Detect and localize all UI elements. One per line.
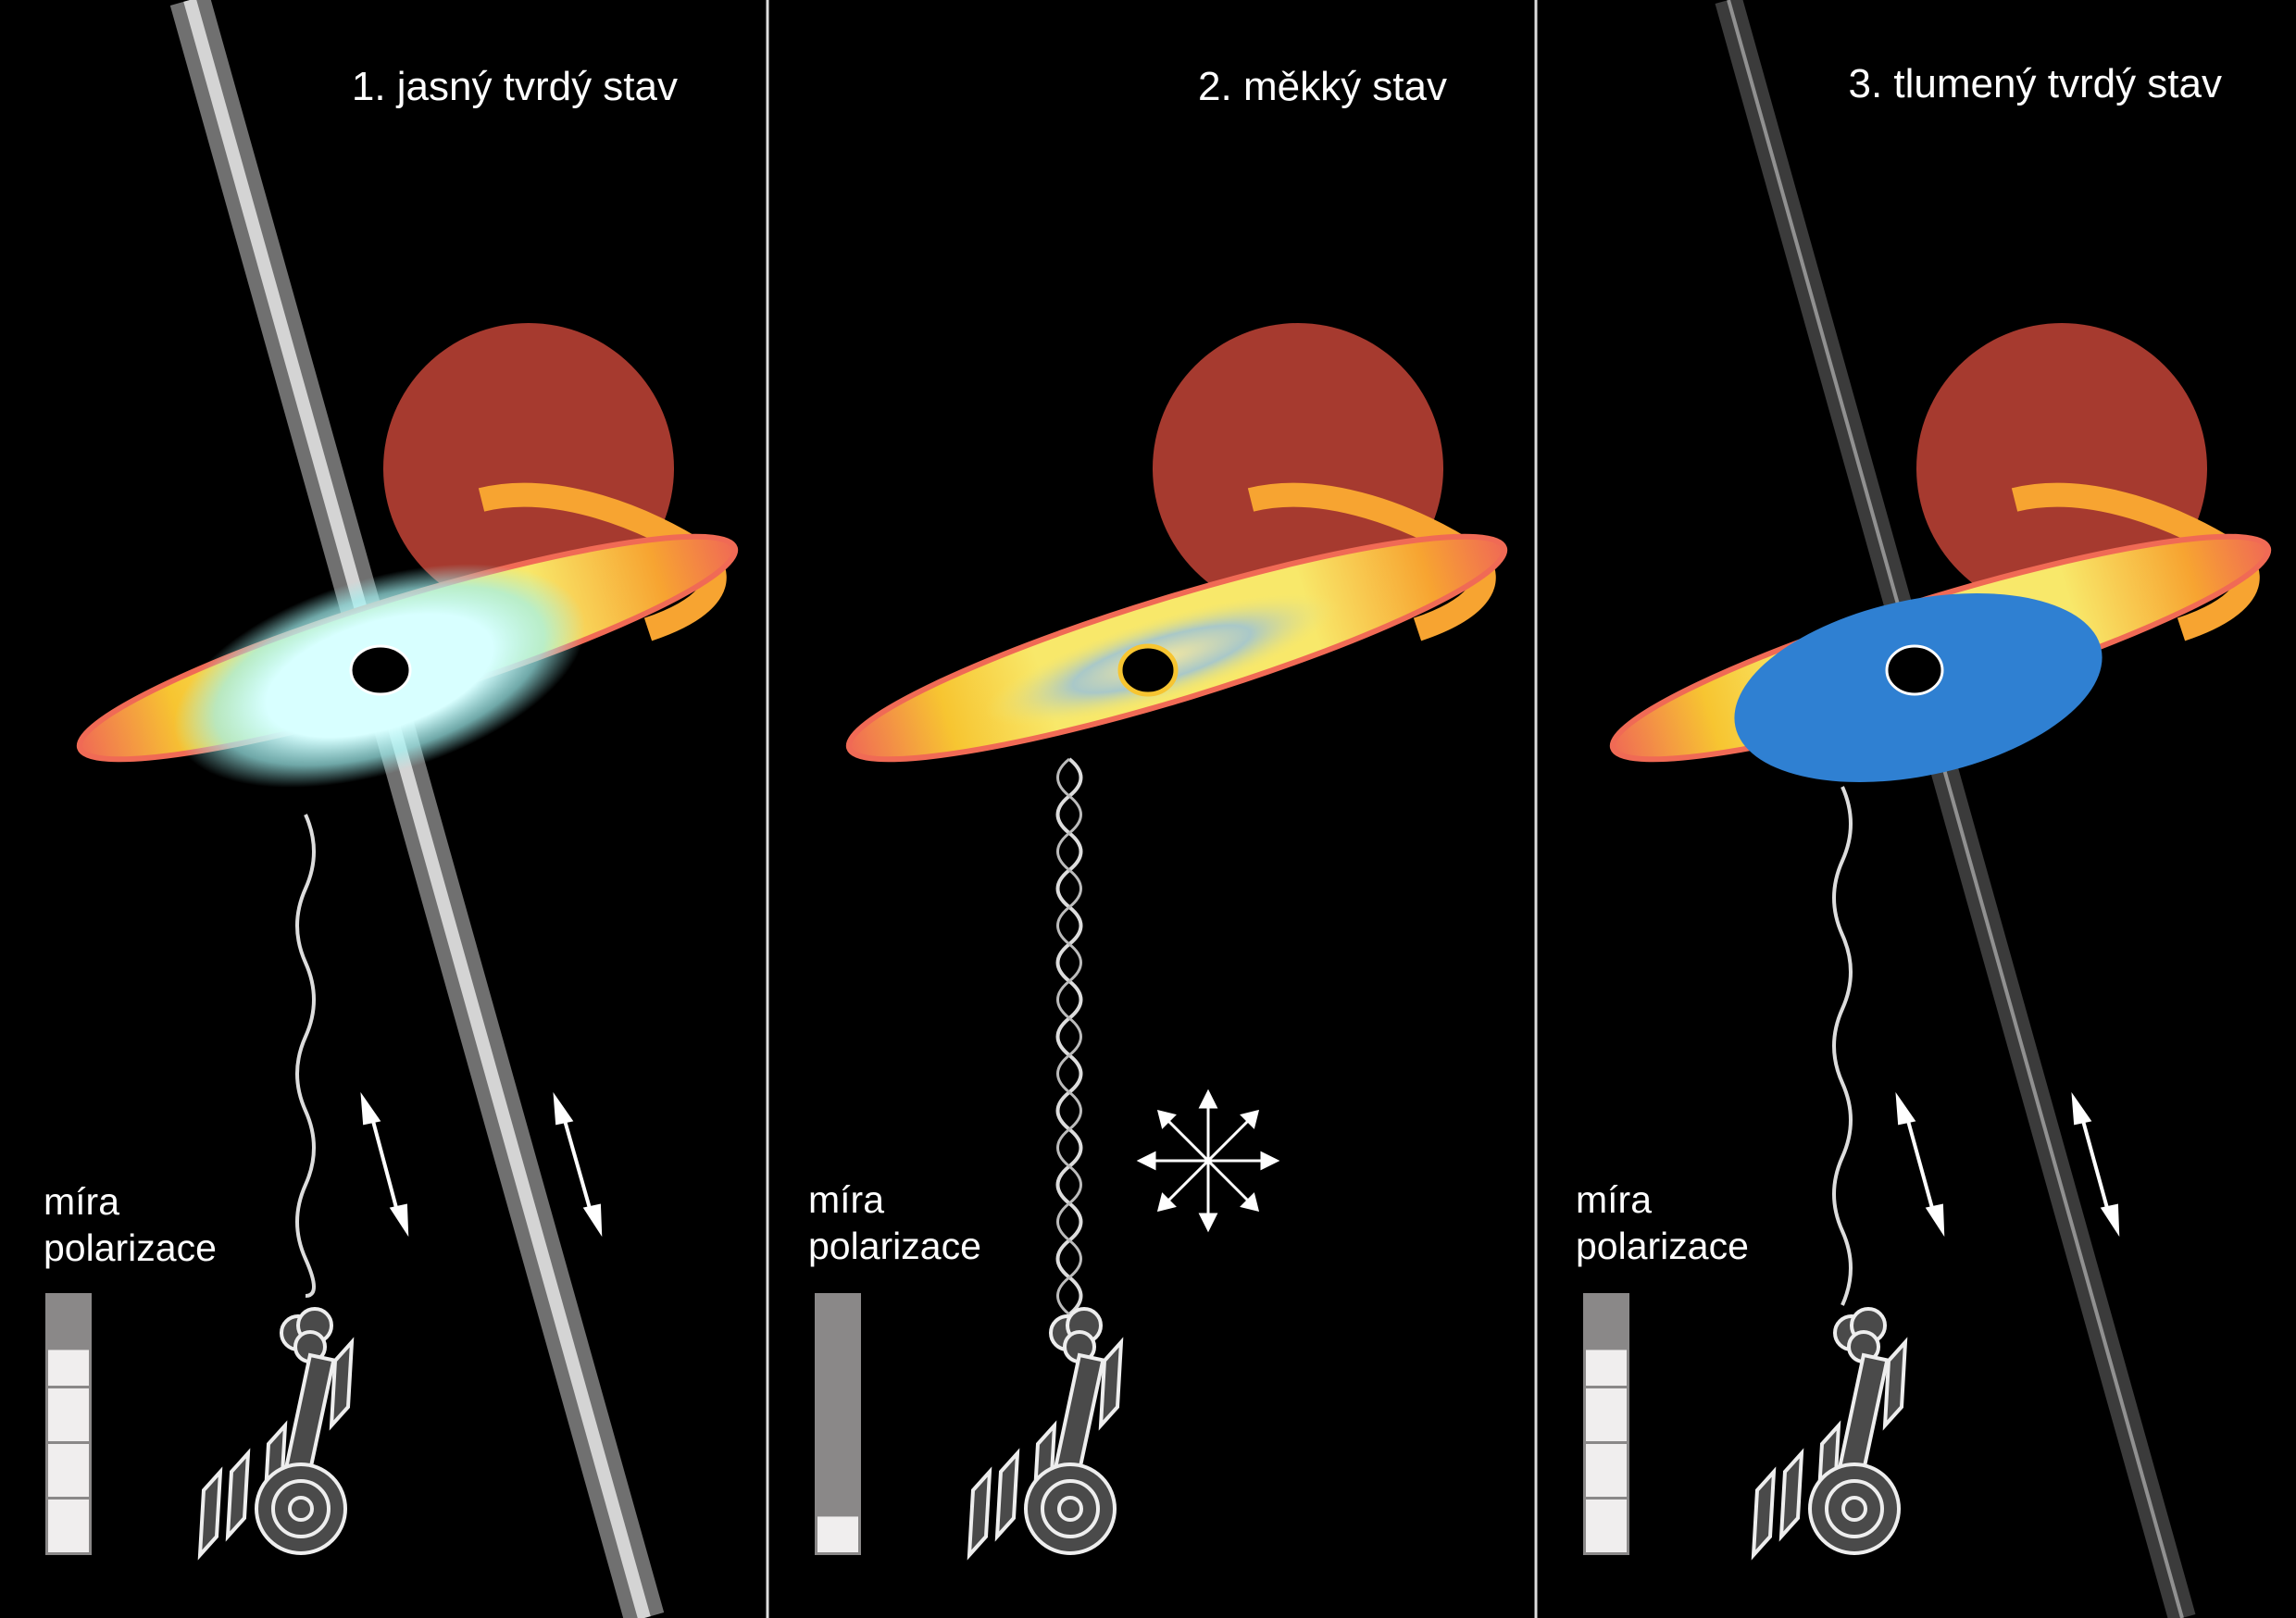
polarization-meter-segment xyxy=(48,1388,89,1441)
polarization-label: polarizace xyxy=(44,1226,217,1269)
arrow-line xyxy=(560,1110,594,1219)
panel-bright-hard-state: 1. jasný tvrdý stav míra polarizace xyxy=(44,0,739,1618)
arrow-head-icon xyxy=(582,1203,603,1238)
arrow-head-icon xyxy=(1925,1203,1945,1238)
black-hole xyxy=(349,644,412,696)
unpolarized-light-wave xyxy=(1055,757,1083,1316)
jet-core xyxy=(1727,0,2184,1618)
polarization-meter-background xyxy=(815,1293,861,1555)
polarization-meter-segment xyxy=(1586,1444,1627,1497)
polarization-meter xyxy=(1583,1293,1629,1555)
jet-core xyxy=(183,0,651,1618)
linear-polarization-arrows xyxy=(1895,1091,2120,1238)
panel-soft-state: 2. měkký stav míra polarizace xyxy=(808,64,1508,1561)
polarization-label: polarizace xyxy=(1576,1225,1749,1267)
panel-title: 1. jasný tvrdý stav xyxy=(352,64,678,109)
polarization-meter xyxy=(45,1293,92,1555)
unpolarized-arrows-icon xyxy=(1136,1089,1280,1233)
companion-star xyxy=(1916,323,2207,614)
polarization-label: polarizace xyxy=(808,1225,981,1267)
companion-star xyxy=(383,323,674,614)
black-hole xyxy=(1117,643,1179,697)
panel-title: 2. měkký stav xyxy=(1198,64,1447,109)
polarized-light-wave xyxy=(295,814,316,1298)
polarization-meter-segment xyxy=(817,1516,858,1552)
ixpe-satellite-icon xyxy=(1751,1307,1908,1561)
polarization-label: míra xyxy=(1576,1178,1652,1221)
polarization-meter-segment xyxy=(1586,1350,1627,1386)
panel-title: 3. tlumený tvrdý stav xyxy=(1849,61,2222,106)
arrow-head-icon xyxy=(2100,1203,2120,1238)
unpolarized-light-wave xyxy=(1056,757,1082,1316)
arrow-head-icon xyxy=(553,1091,574,1126)
linear-polarization-arrows xyxy=(360,1091,603,1238)
polarization-meter-segment xyxy=(1586,1500,1627,1552)
arrow-head-icon xyxy=(389,1203,409,1238)
ixpe-satellite-icon xyxy=(197,1307,355,1561)
arrow-head-icon xyxy=(1895,1091,1916,1126)
polarized-light-wave xyxy=(1832,786,1853,1306)
polarization-meter-segment xyxy=(48,1500,89,1552)
polarization-meter xyxy=(815,1293,861,1555)
black-hole xyxy=(1885,644,1944,696)
arrow-head-icon xyxy=(360,1091,381,1126)
companion-star xyxy=(1153,323,1443,614)
panel-dim-hard-state: 3. tlumený tvrdý stav míra polarizace xyxy=(1576,0,2272,1618)
polarization-label: míra xyxy=(44,1180,119,1223)
polarization-meter-segment xyxy=(48,1444,89,1497)
polarization-meter-segment xyxy=(48,1350,89,1386)
polarization-label: míra xyxy=(808,1178,884,1221)
arrow-line xyxy=(368,1110,401,1219)
arrow-head-icon xyxy=(2071,1091,2092,1126)
ixpe-satellite-icon xyxy=(967,1307,1124,1561)
polarization-meter-segment xyxy=(1586,1388,1627,1441)
